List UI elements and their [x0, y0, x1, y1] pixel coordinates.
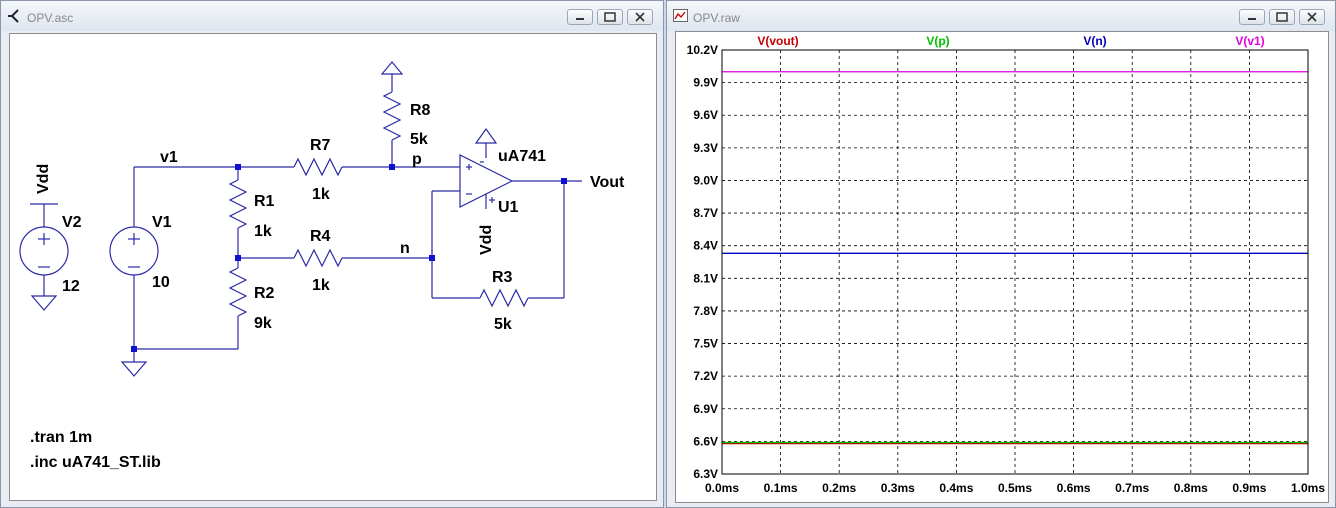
y-tick-label: 7.2V [693, 369, 718, 383]
net-n-label: n [400, 240, 410, 257]
y-tick-label: 8.4V [693, 239, 718, 253]
y-tick-label: 6.6V [693, 434, 718, 448]
x-tick-label: 0.9ms [1232, 481, 1266, 495]
spice-directive-tran[interactable]: .tran 1m [30, 429, 92, 446]
y-tick-label: 9.0V [693, 173, 718, 187]
waveform-plot-pane[interactable]: V(vout) V(p) V(n) V(v1) 0.0ms 0.1ms 0.2ms 0.3m… [675, 31, 1329, 503]
x-tick-label: 0.6ms [1057, 481, 1091, 495]
r2-name: R2 [254, 285, 275, 302]
u1-model: uA741 [498, 148, 546, 165]
x-tick-label: 0.7ms [1115, 481, 1149, 495]
u1-name: U1 [498, 199, 519, 216]
r1-value: 1k [254, 223, 272, 240]
legend-entry-v-n[interactable]: V(n) [1083, 34, 1106, 48]
x-tick-label: 1.0ms [1291, 481, 1325, 495]
y-tick-label: 8.7V [693, 206, 718, 220]
restore-button[interactable] [597, 9, 623, 25]
x-tick-label: 0.5ms [998, 481, 1032, 495]
waveform-titlebar[interactable]: OPV.raw [667, 1, 1335, 31]
net-p-label: p [412, 151, 422, 168]
v1-name: V1 [152, 214, 172, 231]
x-tick-label: 0.0ms [705, 481, 739, 495]
x-tick-label: 0.8ms [1174, 481, 1208, 495]
minimize-button[interactable] [567, 9, 593, 25]
r2-value: 9k [254, 315, 272, 332]
waveform-window: OPV.raw V(vout) V(p) V(n) V(v1) 0.0ms 0.1ms 0… [666, 0, 1336, 508]
net-vout-label: Vout [590, 174, 625, 191]
r1-name: R1 [254, 193, 275, 210]
close-button[interactable] [627, 9, 653, 25]
minimize-button[interactable] [1239, 9, 1265, 25]
legend-entry-v-vout[interactable]: V(vout) [757, 34, 798, 48]
u1-supply-label: Vdd [478, 225, 495, 255]
r7-value: 1k [312, 186, 330, 203]
r8-value: 5k [410, 131, 428, 148]
restore-button[interactable] [1269, 9, 1295, 25]
schematic-canvas[interactable]: Vdd V2 12 V1 10 v1 R1 1k R2 9k R7 1k R4 … [9, 33, 657, 501]
x-tick-label: 0.3ms [881, 481, 915, 495]
schematic-window: OPV.asc [0, 0, 664, 508]
v2-net-label: Vdd [35, 164, 52, 194]
schematic-titlebar[interactable]: OPV.asc [1, 1, 663, 31]
y-tick-label: 10.2V [687, 43, 718, 57]
y-tick-label: 9.3V [693, 141, 718, 155]
y-tick-label: 6.9V [693, 402, 718, 416]
v2-name: V2 [62, 214, 82, 231]
schematic-drawing: Vdd V2 12 V1 10 v1 R1 1k R2 9k R7 1k R4 … [19, 61, 625, 471]
y-tick-label: 9.9V [693, 76, 718, 90]
spice-directive-inc[interactable]: .inc uA741_ST.lib [30, 454, 161, 471]
legend-entry-v-v1[interactable]: V(v1) [1235, 34, 1264, 48]
close-button[interactable] [1299, 9, 1325, 25]
x-tick-label: 0.1ms [764, 481, 798, 495]
waveform-window-title: OPV.raw [693, 11, 740, 25]
r7-name: R7 [310, 137, 331, 154]
y-tick-label: 6.3V [693, 467, 718, 481]
r4-value: 1k [312, 277, 330, 294]
v1-value: 10 [152, 274, 170, 291]
schematic-window-title: OPV.asc [27, 11, 74, 25]
waveform-plot: V(vout) V(p) V(n) V(v1) 0.0ms 0.1ms 0.2ms 0.3m… [687, 34, 1326, 495]
legend-entry-v-p[interactable]: V(p) [926, 34, 949, 48]
v2-value: 12 [62, 278, 80, 295]
x-tick-label: 0.4ms [939, 481, 973, 495]
y-tick-label: 7.8V [693, 304, 718, 318]
r8-name: R8 [410, 102, 431, 119]
r3-value: 5k [494, 316, 512, 333]
waveform-app-icon [673, 9, 689, 28]
y-tick-label: 8.1V [693, 271, 718, 285]
y-tick-label: 9.6V [693, 108, 718, 122]
schematic-app-icon [7, 9, 23, 28]
y-tick-label: 7.5V [693, 337, 718, 351]
r4-name: R4 [310, 228, 331, 245]
net-v1-label: v1 [160, 149, 178, 166]
x-tick-label: 0.2ms [822, 481, 856, 495]
r3-name: R3 [492, 269, 513, 286]
